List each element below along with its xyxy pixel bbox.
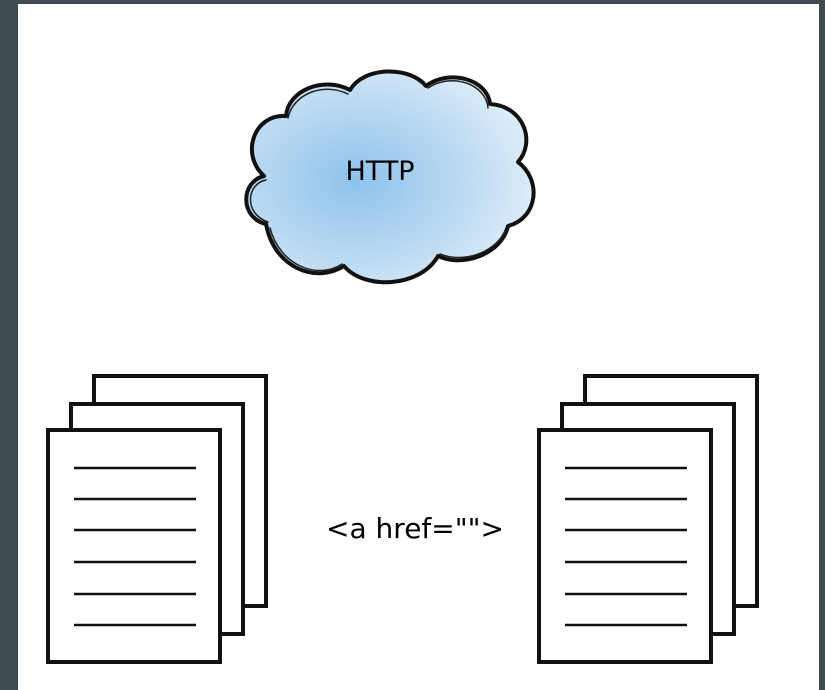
diagram-svg: HTTP <a href=""> (46, 69, 759, 664)
http-cloud: HTTP (244, 69, 536, 285)
cloud-label: HTTP (345, 156, 414, 187)
right-document-stack (537, 374, 759, 664)
link-label: <a href=""> (326, 512, 504, 545)
cloud-shape (244, 69, 536, 285)
diagram-canvas: HTTP <a href=""> (18, 4, 819, 690)
left-page-text-lines (74, 466, 196, 627)
right-page-text-lines (565, 466, 687, 627)
right-page-front (537, 428, 713, 664)
left-page-front (46, 428, 222, 664)
left-document-stack (46, 374, 268, 664)
cloud-shape-sketch (249, 79, 507, 272)
